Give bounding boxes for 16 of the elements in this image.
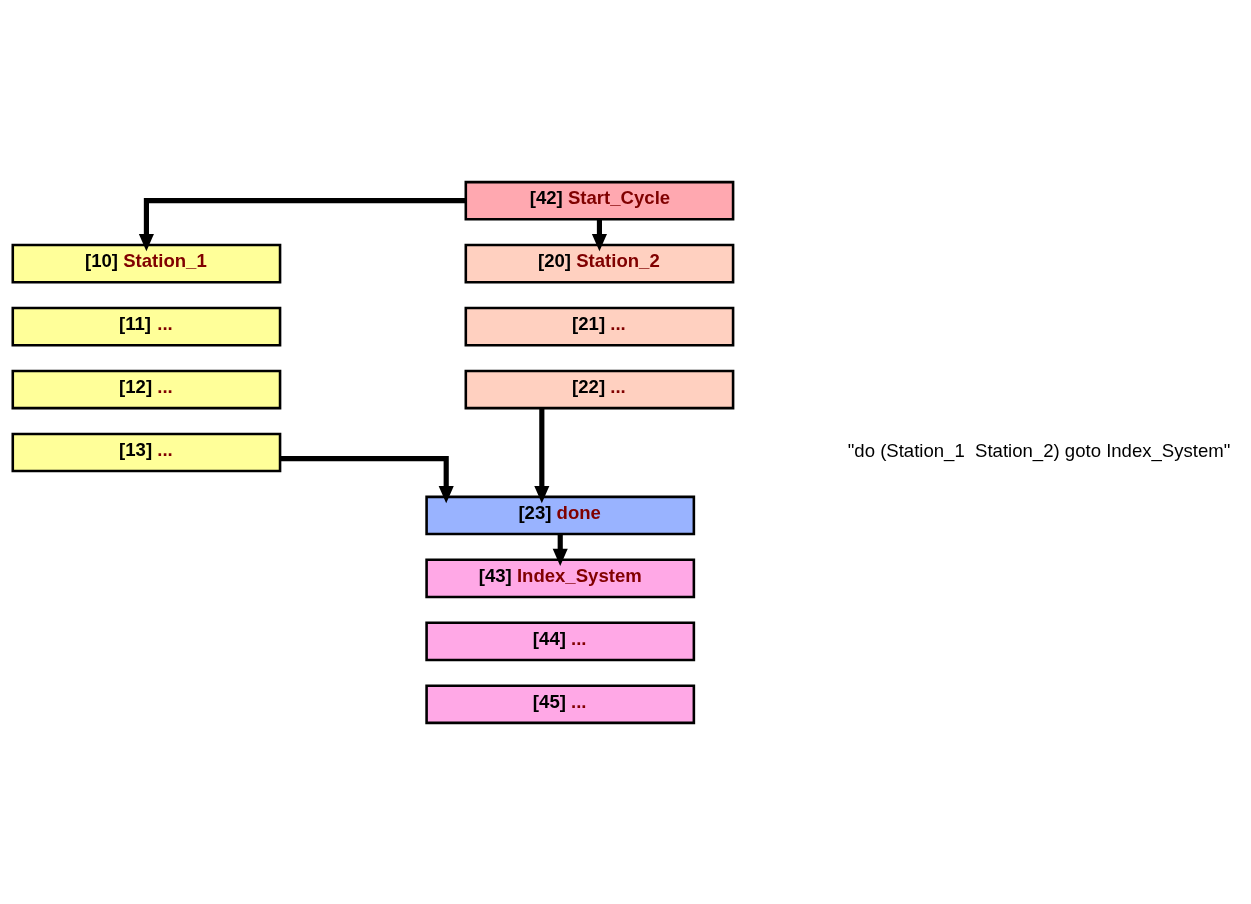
node-box: [42] Start_Cycle — [464, 180, 735, 221]
label: "do (Station_1 Station_2) goto Index_System" — [847, 439, 1231, 461]
node-box: [10] Station_1 — [11, 243, 282, 284]
node-box: [43] Index_System — [425, 558, 696, 598]
node-box: [20] Station_2 — [464, 243, 735, 284]
node-box: [23] done — [425, 495, 696, 535]
node-box: [44] ... — [425, 621, 696, 661]
node-box: [22] ... — [464, 369, 735, 409]
arrow — [534, 407, 550, 503]
arrow — [280, 455, 454, 503]
node-box: [12] ... — [11, 369, 282, 409]
arrow — [138, 197, 466, 251]
node-box: [45] ... — [425, 683, 696, 724]
node-box: [13] ... — [11, 432, 282, 472]
node-box: [11] ... — [11, 306, 282, 346]
node-box: [21] ... — [464, 306, 735, 346]
